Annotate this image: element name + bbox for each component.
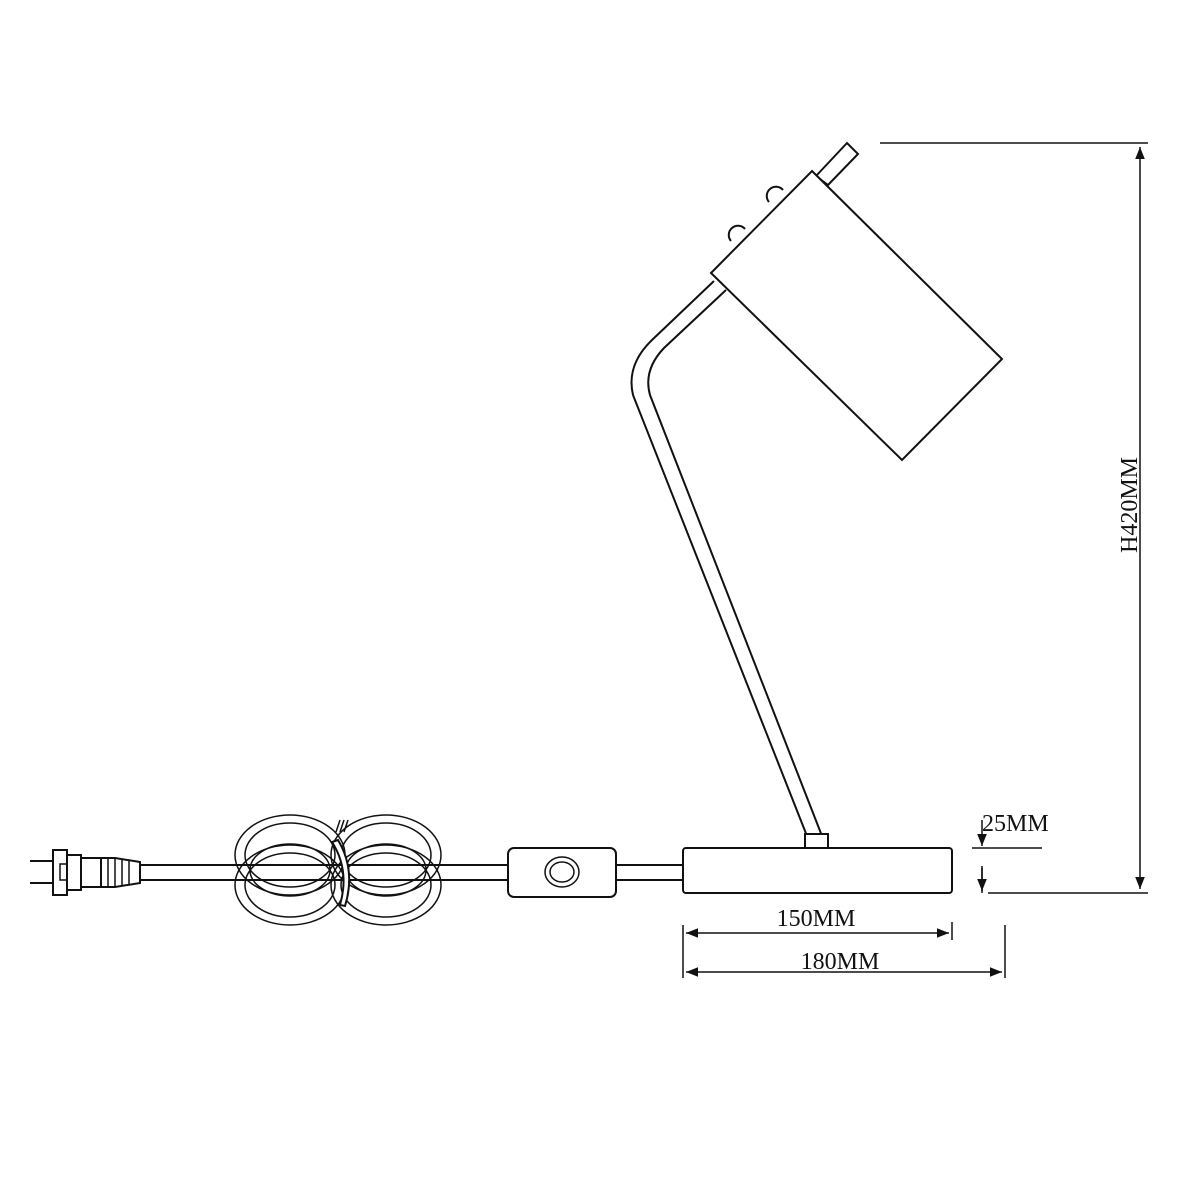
- lamp-knobs: [727, 185, 784, 242]
- base-width-label: 150MM: [777, 906, 856, 932]
- lamp-rod-top: [814, 141, 860, 187]
- power-plug: [30, 849, 141, 896]
- height-label: H420MM: [1117, 457, 1143, 553]
- lamp-base-connector: [804, 833, 829, 849]
- lamp-shade: [709, 169, 1004, 462]
- cord-coil: [234, 814, 442, 926]
- height-dimension: H420MM: [880, 142, 1148, 894]
- lamp-base: [682, 847, 953, 894]
- base-thickness-label: 25MM: [982, 811, 1049, 837]
- base-thickness-dimension: 25MM: [972, 811, 1049, 893]
- overall-width-label: 180MM: [801, 949, 880, 975]
- lamp-arm: [630, 280, 823, 837]
- inline-switch: [507, 847, 617, 898]
- base-width-dimension: 150MM 180MM: [682, 906, 1006, 978]
